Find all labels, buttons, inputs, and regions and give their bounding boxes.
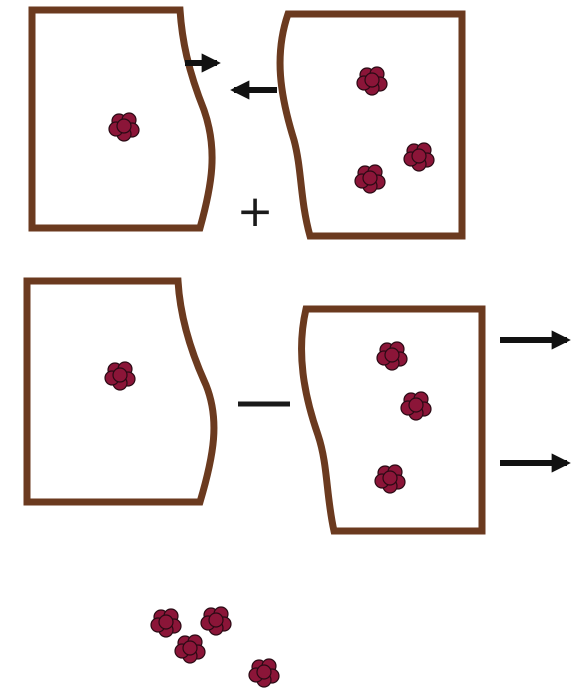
raspberry-cluster-icon: [248, 658, 280, 688]
middle-left-cell: [23, 277, 218, 506]
free-particles: [150, 606, 280, 688]
raspberry-cluster-icon: [174, 634, 206, 664]
middle-right-cell: [298, 305, 486, 535]
raspberry-cluster-icon: [200, 606, 232, 636]
middle-row: [23, 277, 571, 535]
top-row: +: [28, 6, 466, 240]
plus-sign: +: [237, 186, 274, 237]
top-right-cell: [276, 10, 466, 240]
raspberry-cluster-icon: [150, 608, 182, 638]
